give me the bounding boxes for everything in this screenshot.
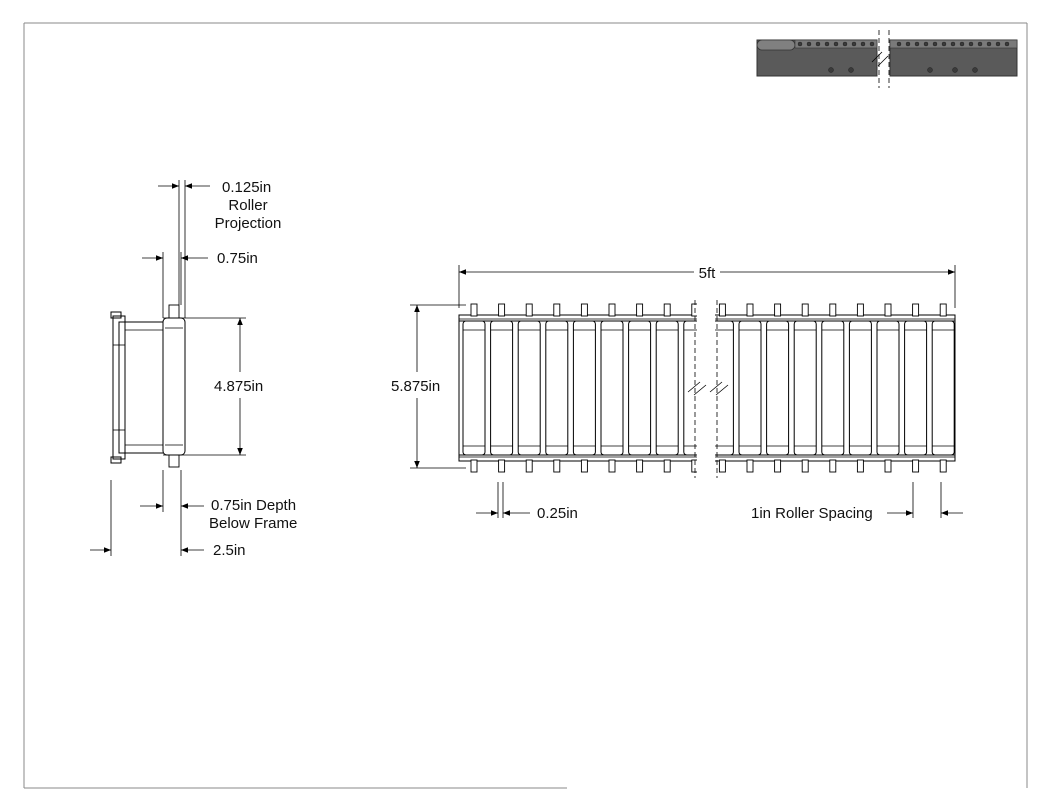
roller-axle xyxy=(746,459,754,473)
dim-roller-gap: 0.25in xyxy=(537,505,578,522)
roller-axle xyxy=(470,459,478,473)
roller-axle xyxy=(525,303,533,317)
iso-hole xyxy=(986,41,992,47)
roller-axle xyxy=(608,459,616,473)
iso-hole xyxy=(941,41,947,47)
roller-axle xyxy=(718,303,726,317)
roller-axle xyxy=(663,459,671,473)
roller-axle xyxy=(801,459,809,473)
roller-axle xyxy=(525,459,533,473)
dim-roller-length: 4.875in xyxy=(214,378,263,395)
roller-axle xyxy=(856,303,864,317)
iso-hole xyxy=(1004,41,1010,47)
iso-hole xyxy=(959,41,965,47)
iso-hole xyxy=(923,41,929,47)
iso-hole xyxy=(797,41,803,47)
roller-axle xyxy=(553,459,561,473)
iso-hole xyxy=(848,67,854,73)
roller-axle xyxy=(829,459,837,473)
roller xyxy=(517,320,541,456)
dim-overall-length: 5ft xyxy=(699,265,717,282)
iso-hole xyxy=(824,41,830,47)
roller-axle xyxy=(608,303,616,317)
roller-axle xyxy=(470,303,478,317)
dim-depth-below-frame-2: Below Frame xyxy=(209,515,297,532)
isometric-thumbnail xyxy=(756,30,1018,88)
iso-hole xyxy=(905,41,911,47)
iso-hole xyxy=(896,41,902,47)
roller xyxy=(572,320,596,456)
roller xyxy=(931,320,955,456)
top-view-dimensions: 5ft 5.875in 0.25in 1in Roller Spacing xyxy=(391,265,963,522)
iso-hole xyxy=(952,67,958,73)
iso-hole xyxy=(972,67,978,73)
roller xyxy=(545,320,569,456)
roller-axle xyxy=(939,459,947,473)
roller-axle xyxy=(884,459,892,473)
roller xyxy=(766,320,790,456)
roller xyxy=(738,320,762,456)
iso-hole xyxy=(932,41,938,47)
iso-hole xyxy=(815,41,821,47)
roller-axle xyxy=(580,459,588,473)
roller xyxy=(876,320,900,456)
dim-depth-below-frame-1: 0.75in Depth xyxy=(211,497,296,514)
iso-holes xyxy=(797,41,1010,73)
side-view xyxy=(110,304,190,468)
dim-roller-projection-label-2: Projection xyxy=(215,215,282,232)
roller-axle xyxy=(884,303,892,317)
roller xyxy=(848,320,872,456)
iso-hole xyxy=(968,41,974,47)
roller xyxy=(655,320,679,456)
roller-axle xyxy=(829,303,837,317)
iso-hole xyxy=(950,41,956,47)
roller xyxy=(793,320,817,456)
iso-hole xyxy=(851,41,857,47)
roller-axle xyxy=(636,459,644,473)
roller-axle xyxy=(774,303,782,317)
dim-roller-projection-label-1: Roller xyxy=(228,197,267,214)
roller-axle xyxy=(553,303,561,317)
roller-axle xyxy=(774,459,782,473)
dim-overall-width: 5.875in xyxy=(391,378,440,395)
iso-hole xyxy=(977,41,983,47)
iso-hole xyxy=(869,41,875,47)
roller-axle xyxy=(939,303,947,317)
iso-hole xyxy=(860,41,866,47)
roller-axle xyxy=(856,459,864,473)
roller-axle xyxy=(746,303,754,317)
roller-axle xyxy=(912,303,920,317)
roller xyxy=(462,320,486,456)
side-view-dimensions: 0.125in Roller Projection 0.75in 4.875in… xyxy=(90,179,297,559)
roller xyxy=(490,320,514,456)
roller-axle xyxy=(801,303,809,317)
dim-axle-offset: 0.75in xyxy=(217,250,258,267)
dim-frame-height: 2.5in xyxy=(213,542,246,559)
iso-hole xyxy=(842,41,848,47)
roller-axle xyxy=(636,303,644,317)
dim-roller-spacing: 1in Roller Spacing xyxy=(751,505,873,522)
roller-axle xyxy=(498,303,506,317)
iso-hole xyxy=(806,41,812,47)
roller xyxy=(904,320,928,456)
iso-hole xyxy=(995,41,1001,47)
roller-axle xyxy=(912,459,920,473)
iso-hole xyxy=(927,67,933,73)
dim-roller-projection-value: 0.125in xyxy=(222,179,271,196)
roller xyxy=(821,320,845,456)
roller-axle xyxy=(663,303,671,317)
iso-hole xyxy=(828,67,834,73)
sheet-border xyxy=(23,22,1028,789)
roller xyxy=(628,320,652,456)
roller-axle xyxy=(580,303,588,317)
roller-axle xyxy=(498,459,506,473)
top-view xyxy=(458,300,956,480)
iso-hole xyxy=(914,41,920,47)
roller xyxy=(600,320,624,456)
iso-hole xyxy=(833,41,839,47)
roller-axle xyxy=(718,459,726,473)
